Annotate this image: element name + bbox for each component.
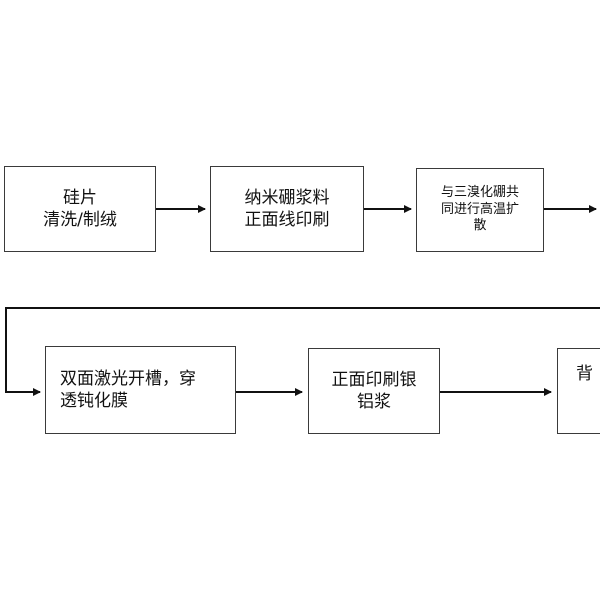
- step-3-line-2: 同进行高温扩: [440, 201, 519, 217]
- step-5-line-2: 铝浆: [357, 392, 391, 412]
- step-4-line-2: 透钝化膜: [60, 391, 128, 411]
- step-4-line-1: 双面激光开槽，穿: [60, 368, 196, 389]
- step-box-silver-aluminum-printing: 正面印刷银 铝浆: [308, 348, 440, 434]
- step-3-line-3: 散: [473, 218, 487, 234]
- step-box-silicon-cleaning: 硅片 清洗/制绒: [4, 166, 156, 252]
- step-3-line-1: 与三溴化硼共: [440, 184, 519, 200]
- step-1-line-1: 硅片: [63, 187, 97, 208]
- step-box-laser-grooving: 双面激光开槽，穿 透钝化膜: [45, 346, 236, 434]
- step-box-high-temp-diffusion: 与三溴化硼共 同进行高温扩 散: [416, 168, 544, 252]
- step-2-line-2: 正面线印刷: [244, 210, 330, 230]
- step-2-line-1: 纳米硼浆料: [244, 187, 330, 208]
- step-box-back-partial: 背: [557, 348, 600, 434]
- return-line-to-row2: [5, 307, 600, 396]
- step-1-line-2: 清洗/制绒: [43, 210, 117, 230]
- step-6-line-1: 背: [576, 364, 593, 384]
- step-box-boron-paste-printing: 纳米硼浆料 正面线印刷: [210, 166, 364, 252]
- step-5-line-1: 正面印刷银: [331, 369, 417, 390]
